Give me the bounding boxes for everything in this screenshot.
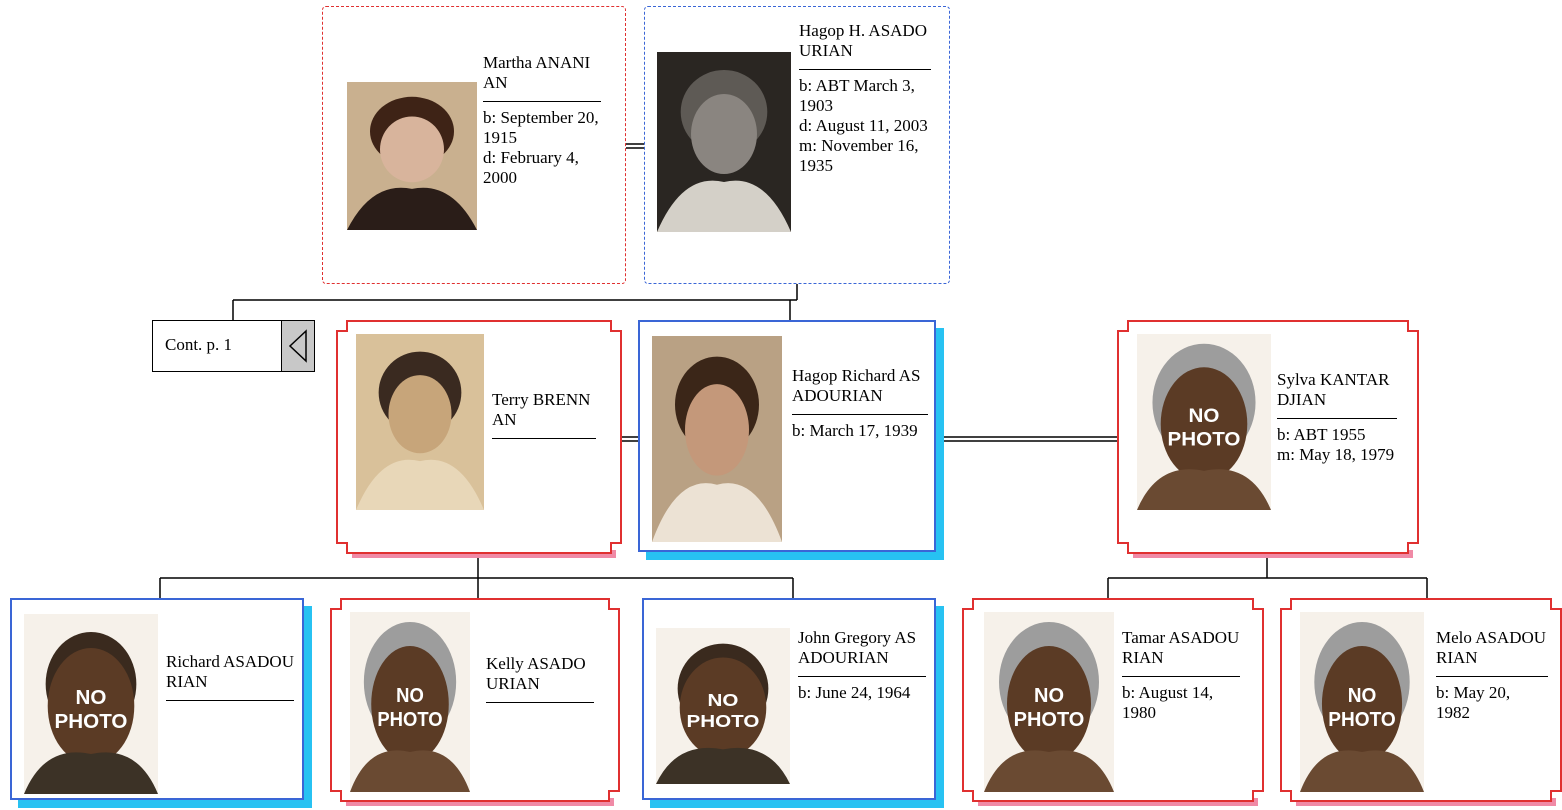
no-photo-placeholder: NO PHOTO xyxy=(350,612,470,792)
person-fact: b: ABT March 3, 1903 xyxy=(799,76,915,115)
person-card-john[interactable]: NO PHOTO John Gregory ASADOURIAN b: June … xyxy=(642,598,936,800)
person-info: Richard ASADOURIAN xyxy=(166,652,294,707)
person-info: John Gregory ASADOURIAN b: June 24, 1964 xyxy=(798,628,926,703)
divider xyxy=(492,438,596,439)
person-card-hagop-r[interactable]: Hagop Richard ASADOURIAN b: March 17, 193… xyxy=(638,320,936,552)
divider xyxy=(1436,676,1548,677)
no-photo-placeholder: NO PHOTO xyxy=(984,612,1114,792)
person-photo xyxy=(657,52,791,232)
person-info: Hagop Richard ASADOURIAN b: March 17, 193… xyxy=(792,366,928,441)
person-fact: d: August 11, 2003 xyxy=(799,116,928,135)
person-fact: b: August 14, 1980 xyxy=(1122,683,1214,722)
divider xyxy=(1277,418,1397,419)
person-info: Tamar ASADOURIAN b: August 14, 1980 xyxy=(1122,628,1240,723)
svg-text:NO: NO xyxy=(396,685,424,707)
person-card-tamar[interactable]: NO PHOTO Tamar ASADOURIAN b: August 14, 1… xyxy=(962,598,1264,806)
divider xyxy=(166,700,294,701)
person-fact: b: September 20, 1915 xyxy=(483,108,599,147)
person-name: John Gregory ASADOURIAN xyxy=(798,628,917,667)
person-card-melo[interactable]: NO PHOTO Melo ASADOURIAN b: May 20, 1982 xyxy=(1280,598,1562,806)
person-name: Richard ASADOURIAN xyxy=(166,652,294,691)
divider xyxy=(483,101,601,102)
person-photo xyxy=(356,334,484,510)
person-fact: b: May 20, 1982 xyxy=(1436,683,1511,722)
person-info: Terry BRENNAN xyxy=(492,390,596,445)
person-name: Tamar ASADOURIAN xyxy=(1122,628,1240,667)
no-photo-placeholder: NO PHOTO xyxy=(24,614,158,794)
person-card-terry[interactable]: Terry BRENNAN xyxy=(336,320,622,558)
no-photo-placeholder: NO PHOTO xyxy=(1300,612,1424,792)
divider xyxy=(486,702,594,703)
person-name: Kelly ASADOURIAN xyxy=(486,654,586,693)
person-fact: b: ABT 1955 xyxy=(1277,425,1366,444)
person-info: Kelly ASADOURIAN xyxy=(486,654,594,709)
svg-text:NO: NO xyxy=(1034,685,1064,707)
continuation-label: Cont. p. 1 xyxy=(165,335,233,354)
person-name: Hagop H. ASADOURIAN xyxy=(799,21,927,60)
divider xyxy=(799,69,931,70)
person-name: Hagop Richard ASADOURIAN xyxy=(792,366,921,405)
svg-text:PHOTO: PHOTO xyxy=(377,709,442,731)
person-fact: b: June 24, 1964 xyxy=(798,683,911,702)
person-name: Sylva KANTARDJIAN xyxy=(1277,370,1390,409)
svg-text:PHOTO: PHOTO xyxy=(1168,429,1241,450)
person-info: Melo ASADOURIAN b: May 20, 1982 xyxy=(1436,628,1548,723)
svg-text:PHOTO: PHOTO xyxy=(1014,709,1085,731)
person-photo xyxy=(652,336,782,542)
no-photo-placeholder: NO PHOTO xyxy=(656,628,790,784)
divider xyxy=(798,676,926,677)
person-fact: b: March 17, 1939 xyxy=(792,421,918,440)
svg-text:NO: NO xyxy=(1189,405,1220,426)
person-name: Martha ANANIAN xyxy=(483,53,591,92)
svg-text:PHOTO: PHOTO xyxy=(687,712,760,731)
svg-text:NO: NO xyxy=(708,691,739,710)
person-card-richard[interactable]: NO PHOTO Richard ASADOURIAN xyxy=(10,598,304,800)
triangle-left-icon[interactable] xyxy=(281,321,314,371)
person-name: Terry BRENNAN xyxy=(492,390,591,429)
no-photo-placeholder: NO PHOTO xyxy=(1137,334,1271,510)
svg-text:PHOTO: PHOTO xyxy=(1328,709,1395,732)
divider xyxy=(792,414,928,415)
svg-text:NO: NO xyxy=(76,687,107,709)
person-card-kelly[interactable]: NO PHOTO Kelly ASADOURIAN xyxy=(330,598,620,806)
person-photo xyxy=(347,82,477,230)
svg-text:NO: NO xyxy=(1348,685,1377,708)
person-fact: d: February 4, 2000 xyxy=(483,148,579,187)
divider xyxy=(1122,676,1240,677)
person-name: Melo ASADOURIAN xyxy=(1436,628,1547,667)
person-fact: m: May 18, 1979 xyxy=(1277,445,1395,464)
person-fact: m: November 16, 1935 xyxy=(799,136,919,175)
continuation-link[interactable]: Cont. p. 1 xyxy=(152,320,315,372)
svg-text:PHOTO: PHOTO xyxy=(55,711,128,733)
